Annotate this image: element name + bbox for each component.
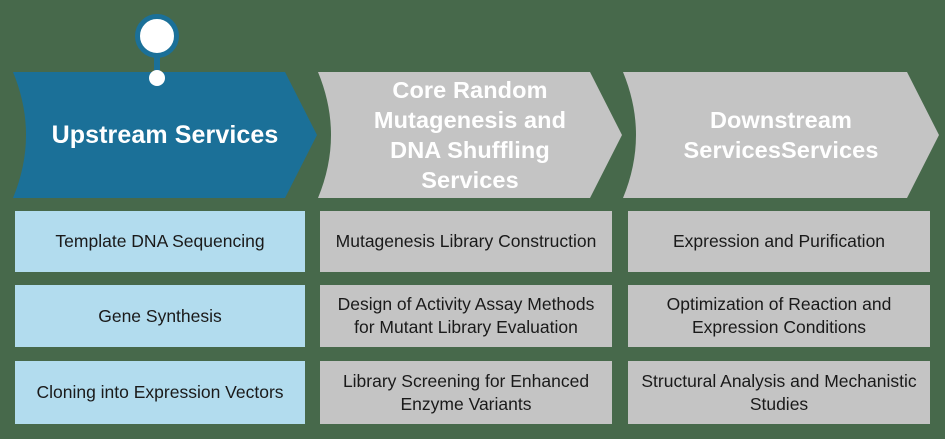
process-stage-header-downstream[interactable]: Downstream ServicesServices xyxy=(623,72,939,198)
service-item-upstream-2[interactable]: Gene Synthesis xyxy=(15,285,305,347)
process-stage-title: Core Random Mutagenesis and DNA Shufflin… xyxy=(373,77,567,193)
service-item-upstream-1[interactable]: Template DNA Sequencing xyxy=(15,211,305,272)
service-item-downstream-3[interactable]: Structural Analysis and Mechanistic Stud… xyxy=(628,361,930,424)
service-item-core-1[interactable]: Mutagenesis Library Construction xyxy=(320,211,612,272)
chevron-shape-core xyxy=(318,72,622,198)
map-pin-icon xyxy=(135,14,179,86)
service-item-upstream-3[interactable]: Cloning into Expression Vectors xyxy=(15,361,305,424)
chevron-shape-upstream xyxy=(13,72,317,198)
service-item-core-2[interactable]: Design of Activity Assay Methods for Mut… xyxy=(320,285,612,347)
process-stage-title: Upstream Services xyxy=(51,121,279,149)
service-item-downstream-2[interactable]: Optimization of Reaction and Expression … xyxy=(628,285,930,347)
process-stage-header-core[interactable]: Core Random Mutagenesis and DNA Shufflin… xyxy=(318,72,622,198)
service-item-core-3[interactable]: Library Screening for Enhanced Enzyme Va… xyxy=(320,361,612,424)
service-item-downstream-1[interactable]: Expression and Purification xyxy=(628,211,930,272)
process-stage-header-upstream[interactable]: Upstream Services xyxy=(13,72,317,198)
chevron-shape-downstream xyxy=(623,72,939,198)
process-stage-title: Downstream ServicesServices xyxy=(683,107,879,163)
